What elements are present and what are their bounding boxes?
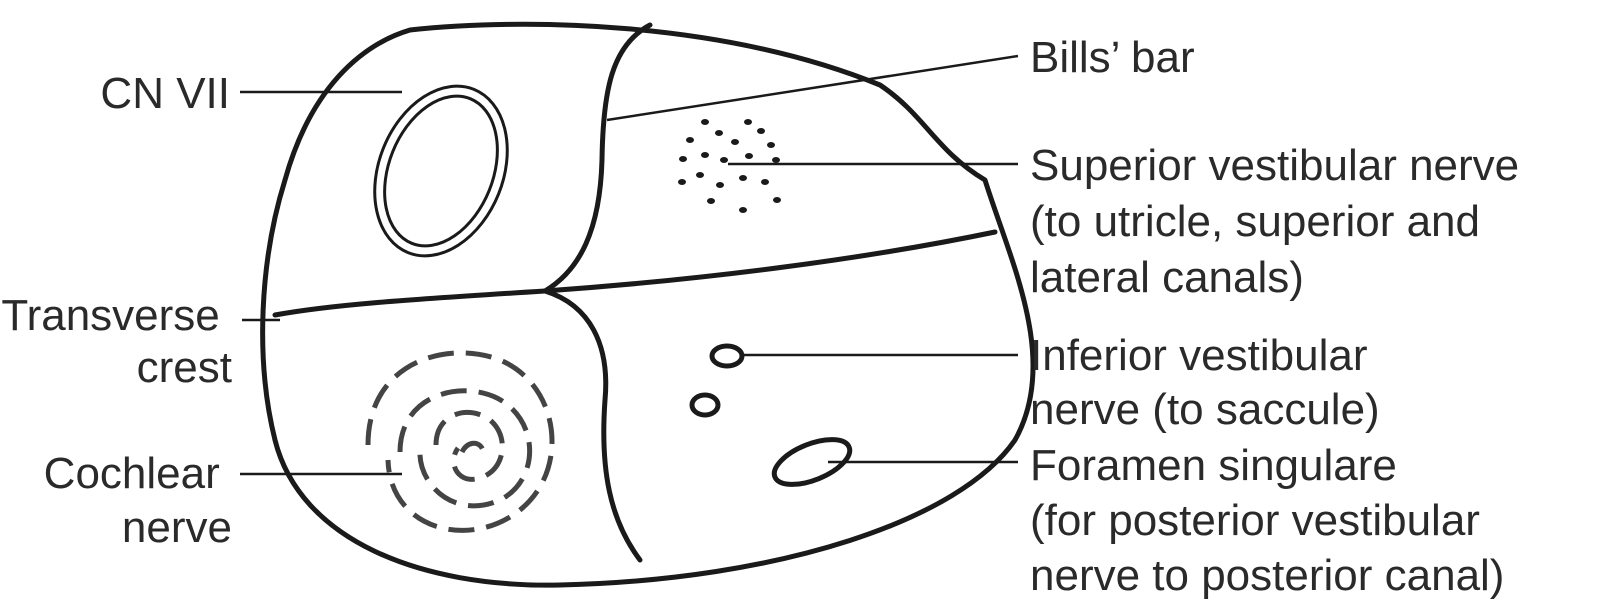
cochlear-spiral	[368, 353, 552, 531]
superior-vestibular-foramina	[678, 119, 781, 213]
transverse-crest-label: Transverse crest	[1, 291, 232, 392]
transverse-crest-line	[275, 232, 995, 315]
lower-vertical-crest	[545, 291, 640, 560]
cn-vii-label: CN VII	[100, 69, 230, 118]
superior-vestibular-label: Superior vestibular nerve (to utricle, s…	[1030, 141, 1531, 302]
cochlear-nerve-label: Cochlear nerve	[44, 449, 232, 552]
bills-bar-crest	[545, 25, 650, 291]
foramen-singulare-label: Foramen singulare (for posterior vestibu…	[1030, 441, 1504, 600]
inferior-vestibular-label: Inferior vestibular nerve (to saccule)	[1030, 331, 1380, 434]
inferior-vestibular-foramen-1	[712, 346, 742, 366]
bills-bar-leader	[607, 56, 1018, 120]
inferior-vestibular-foramen-2	[692, 395, 718, 415]
bills-bar-label: Bills’ bar	[1030, 33, 1195, 82]
